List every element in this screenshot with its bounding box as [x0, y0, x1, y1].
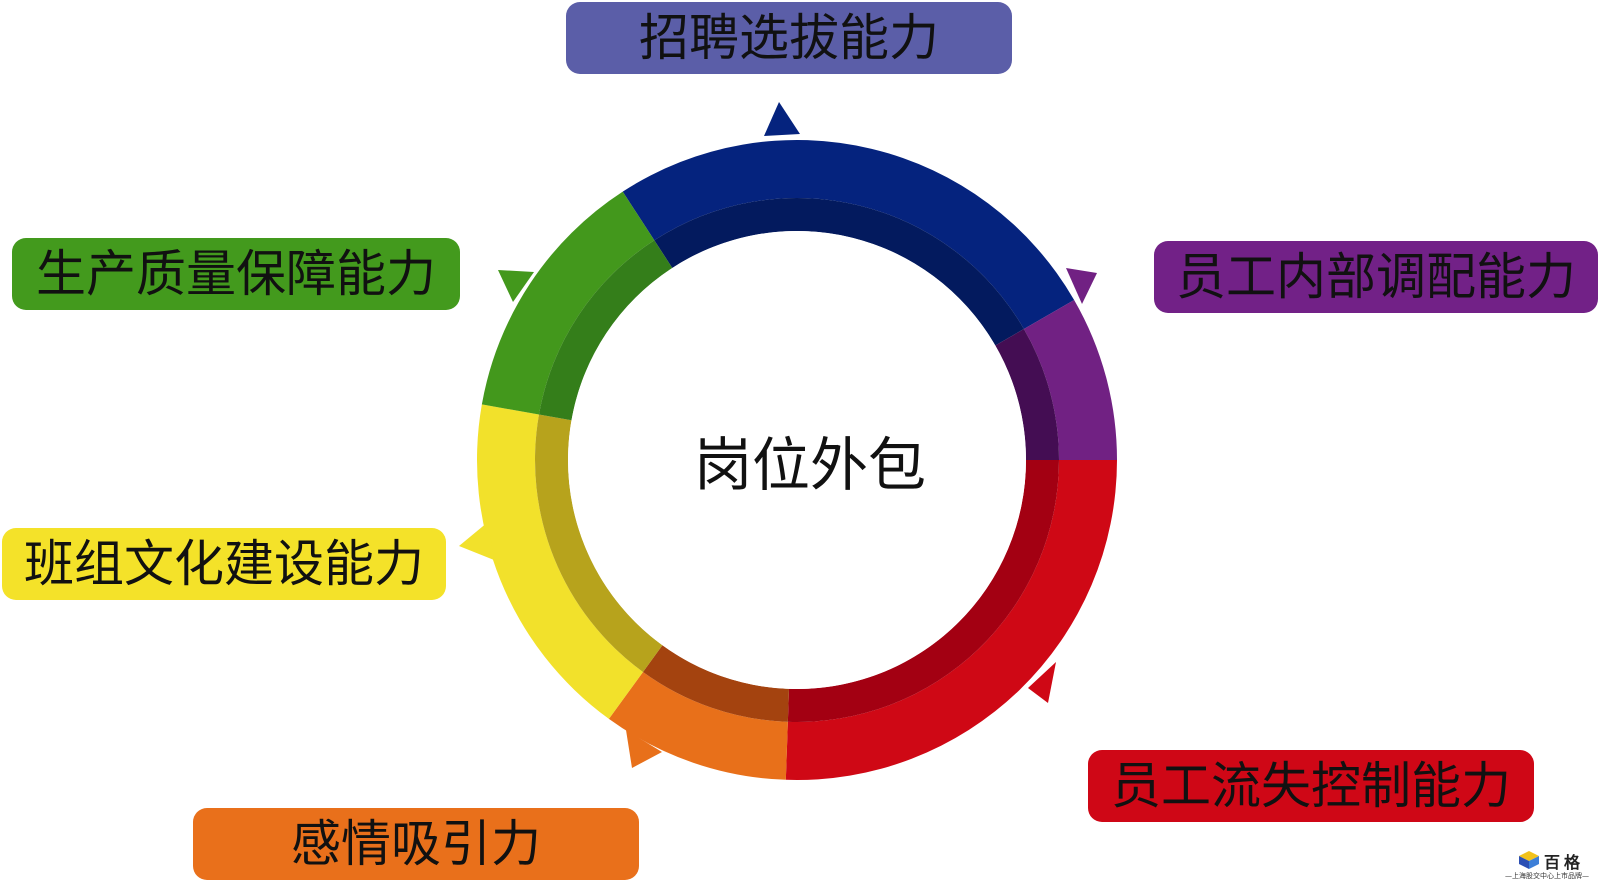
ring-segment-inner-recruitment — [654, 197, 1024, 346]
label-internal-allocation: 员工内部调配能力 — [1154, 241, 1598, 313]
arrow-pointer-recruitment — [764, 102, 800, 136]
ring-segment-outer-recruitment — [622, 140, 1075, 329]
ring-segment-outer-attrition-control — [785, 460, 1117, 780]
arrow-pointer-team-culture — [459, 522, 494, 560]
watermark-tagline: —上海股交中心上市品牌— — [1505, 872, 1589, 880]
label-quality-assurance: 生产质量保障能力 — [12, 238, 460, 310]
ring-segment-inner-attrition-control — [787, 460, 1059, 722]
ring-segment-inner-emotional-appeal — [643, 645, 790, 722]
ring-segment-outer-quality-assurance — [481, 191, 655, 415]
ring-segment-inner-quality-assurance — [538, 240, 673, 421]
center-label: 岗位外包 — [693, 431, 926, 499]
watermark-brand: 百格 — [1544, 853, 1585, 872]
label-team-culture: 班组文化建设能力 — [2, 528, 446, 600]
arrow-pointer-quality-assurance — [498, 270, 534, 302]
ring-segment-inner-internal-allocation — [995, 329, 1059, 460]
ring-segment-inner-team-culture — [535, 414, 663, 672]
label-recruitment: 招聘选拔能力 — [566, 2, 1012, 74]
ring-segments — [477, 140, 1117, 780]
ring-arrows — [459, 102, 1097, 768]
arrow-pointer-attrition-control — [1028, 662, 1056, 703]
ring-segment-outer-internal-allocation — [1023, 300, 1117, 460]
label-attrition-control: 员工流失控制能力 — [1088, 750, 1534, 822]
ring-segment-outer-team-culture — [477, 404, 644, 719]
arrow-pointer-internal-allocation — [1066, 268, 1097, 304]
watermark: 百格 —上海股交中心上市品牌— — [1498, 848, 1596, 880]
cube-icon — [1519, 851, 1539, 869]
center-circle — [568, 231, 1026, 689]
arrow-pointer-emotional-appeal — [626, 730, 662, 768]
label-emotional-appeal: 感情吸引力 — [193, 808, 639, 880]
ring-segment-outer-emotional-appeal — [608, 671, 788, 780]
